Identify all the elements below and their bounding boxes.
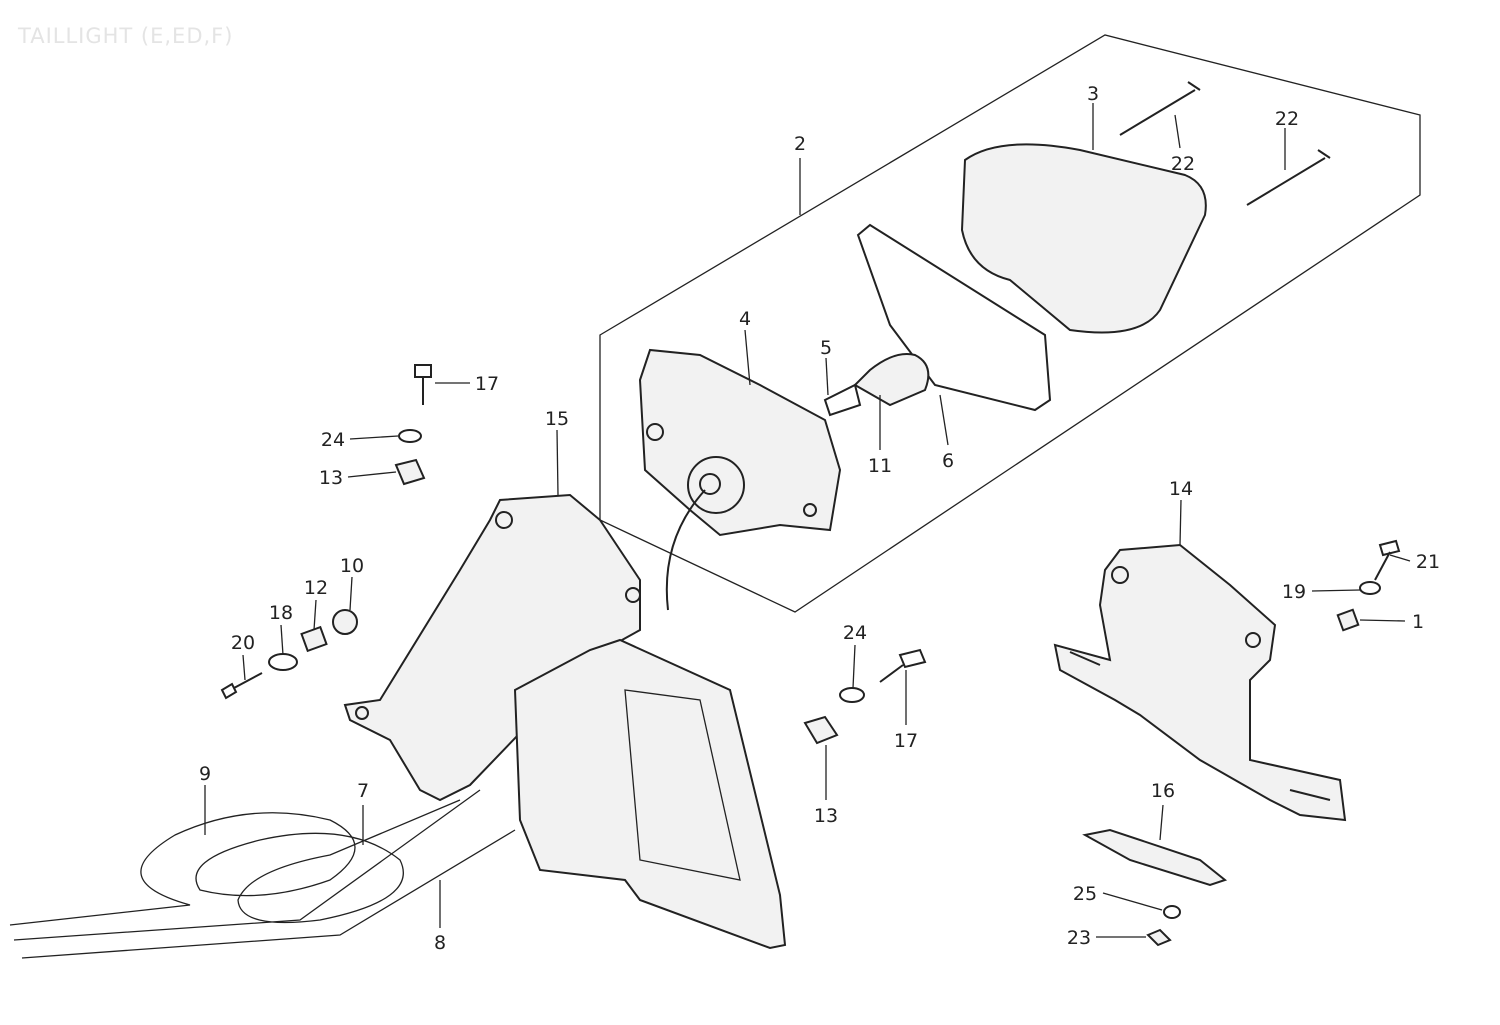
callout-10: 10 (340, 555, 364, 577)
bolt-22b (1246, 149, 1331, 206)
callout-14: 14 (1169, 478, 1193, 500)
nut-23 (1146, 928, 1172, 947)
callout-labels: 2 3 22 22 4 5 11 6 17 24 13 15 10 12 18 … (199, 83, 1440, 954)
callout-24: 24 (843, 622, 867, 644)
collar-12 (300, 625, 328, 653)
license-plate-frame (513, 638, 787, 950)
collar-1 (1336, 608, 1360, 632)
callout-24: 24 (321, 429, 345, 451)
washer-24a (398, 429, 422, 443)
callout-15: 15 (545, 408, 569, 430)
gasket (856, 223, 1052, 412)
callout-8: 8 (434, 932, 446, 954)
callout-17: 17 (894, 730, 918, 752)
screw-17a (414, 364, 432, 405)
callout-11: 11 (868, 455, 892, 477)
washer-24b (839, 687, 865, 703)
wire-harness (9, 789, 516, 959)
taillight-base (638, 348, 842, 537)
taillight-lens (960, 143, 1207, 334)
callout-17: 17 (475, 373, 499, 395)
callout-19: 19 (1282, 581, 1306, 603)
washer-19 (1359, 581, 1381, 595)
callout-7: 7 (357, 780, 369, 802)
callout-3: 3 (1087, 83, 1099, 105)
callout-1: 1 (1412, 611, 1424, 633)
washer-25 (1163, 905, 1181, 919)
license-bracket (1053, 543, 1347, 822)
callout-2: 2 (794, 133, 806, 155)
taillight-bracket (343, 493, 641, 802)
bolt-22a (1119, 81, 1201, 136)
callout-21: 21 (1416, 551, 1440, 573)
grommet-13a (394, 458, 426, 486)
leader-lines (204, 103, 1411, 938)
bulb (853, 353, 930, 407)
washer-18 (268, 653, 298, 671)
callout-16: 16 (1151, 780, 1175, 802)
callout-25: 25 (1073, 883, 1097, 905)
diagram-title: TAILLIGHT (E,ED,F) (18, 24, 234, 48)
callout-23: 23 (1067, 927, 1091, 949)
grommet-13b (803, 715, 839, 745)
callout-12: 12 (304, 577, 328, 599)
callout-9: 9 (199, 763, 211, 785)
reflector-16 (1082, 828, 1228, 887)
callout-4: 4 (739, 308, 751, 330)
callout-13: 13 (814, 805, 838, 827)
callout-22: 22 (1275, 108, 1299, 130)
screw-17b (879, 648, 927, 683)
callout-20: 20 (231, 632, 255, 654)
callout-13: 13 (319, 467, 343, 489)
bolt-21 (1374, 539, 1401, 581)
callout-18: 18 (269, 602, 293, 624)
nut-10 (332, 609, 358, 635)
callout-6: 6 (942, 450, 954, 472)
bolt-20 (220, 672, 263, 700)
callout-22: 22 (1171, 153, 1195, 175)
callout-5: 5 (820, 337, 832, 359)
